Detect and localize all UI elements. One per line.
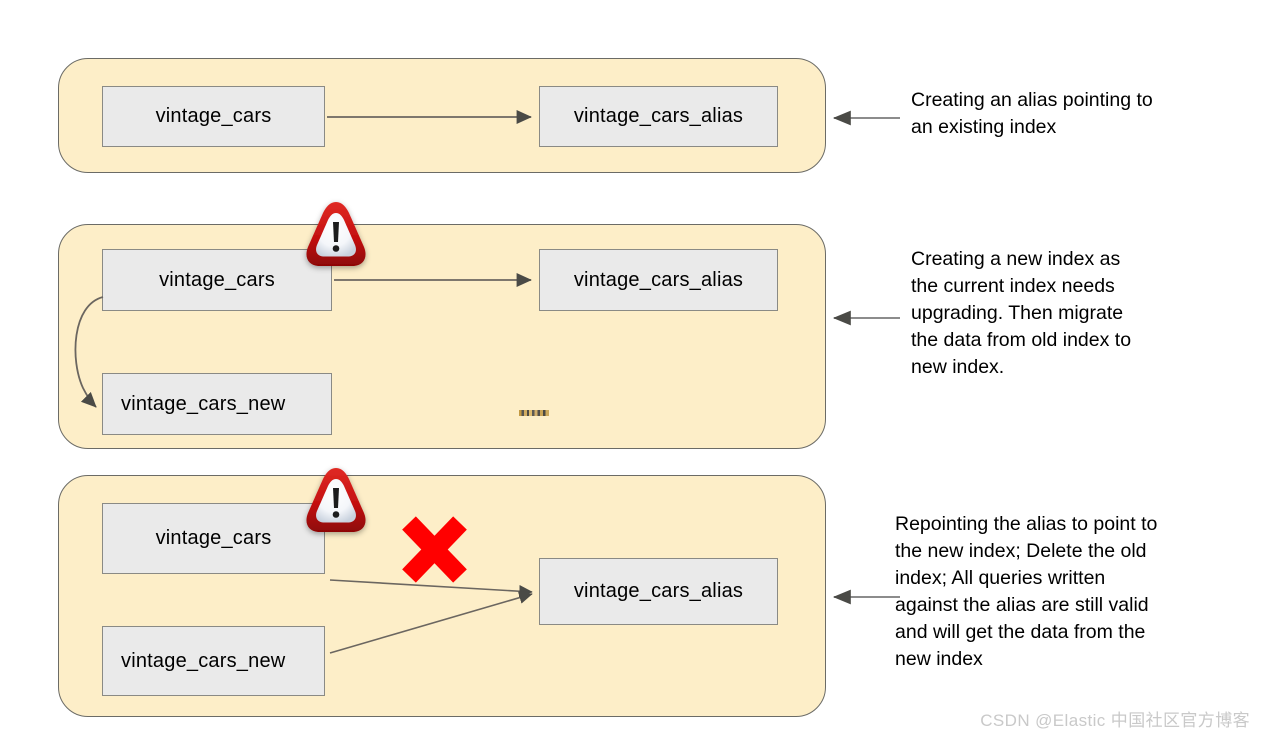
watermark-text: CSDN @Elastic 中国社区官方博客 [980, 711, 1250, 730]
node-vintage-cars-p2: vintage_cars [102, 249, 332, 311]
node-vintage-cars-new-p2: vintage_cars_new [102, 373, 332, 435]
node-vintage-cars-p3: vintage_cars [102, 503, 325, 574]
node-vintage-cars-alias-p1: vintage_cars_alias [539, 86, 778, 147]
node-vintage-cars-alias-p2: vintage_cars_alias [539, 249, 778, 311]
compression-artifact [519, 410, 549, 416]
description-panel-3: Repointing the alias to point to the new… [895, 513, 1158, 670]
node-vintage-cars-p1: vintage_cars [102, 86, 325, 147]
node-vintage-cars-new-p3: vintage_cars_new [102, 626, 325, 696]
description-panel-2: Creating a new index as the current inde… [911, 248, 1132, 378]
node-vintage-cars-alias-p3: vintage_cars_alias [539, 558, 778, 625]
description-panel-1: Creating an alias pointing to an existin… [911, 89, 1153, 138]
